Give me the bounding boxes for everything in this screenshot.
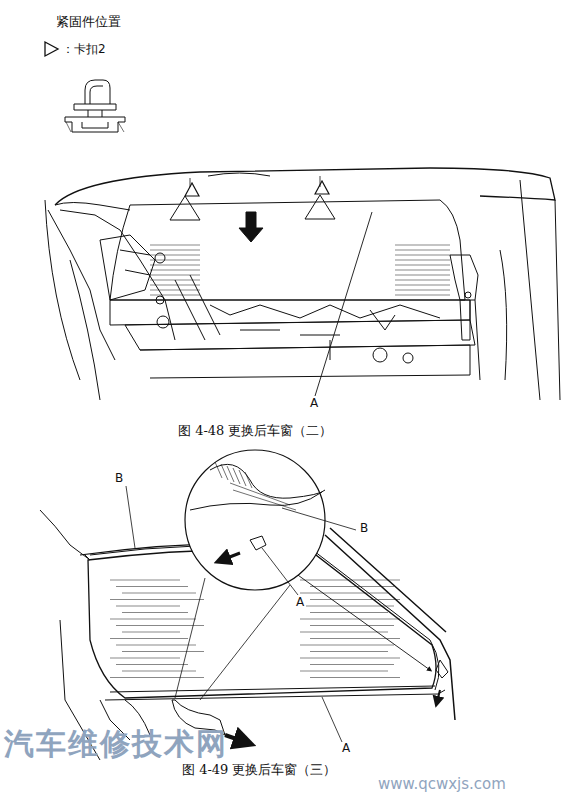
callout-letter: B: [113, 472, 125, 485]
figure-caption: 图 4-48 更换后车窗（二）: [176, 424, 334, 438]
callout-letter: A: [308, 397, 320, 410]
leader-line: [282, 508, 356, 530]
clip-icon: [65, 80, 125, 132]
heading: 紧固件位置: [56, 15, 121, 29]
rear-window-glass: [110, 200, 465, 300]
figure-caption: 图 4-49 更换后车窗（三）: [180, 763, 338, 777]
legend-text: ：卡扣2: [62, 43, 106, 56]
leader-line: [126, 486, 135, 548]
callout-letter: B: [358, 522, 370, 535]
rear-window-interior: [45, 168, 560, 400]
rear-window-exterior: [40, 450, 455, 760]
leader-line: [262, 548, 298, 595]
watermark: 汽车维修技术网: [4, 727, 228, 760]
clip-symbol: [45, 42, 58, 56]
leader-line: [322, 697, 342, 742]
leader-line: [315, 212, 372, 396]
callout-letter: A: [340, 742, 352, 755]
callout-letter: A: [294, 596, 306, 609]
watermark: www.qcwxjs.com: [378, 776, 506, 793]
